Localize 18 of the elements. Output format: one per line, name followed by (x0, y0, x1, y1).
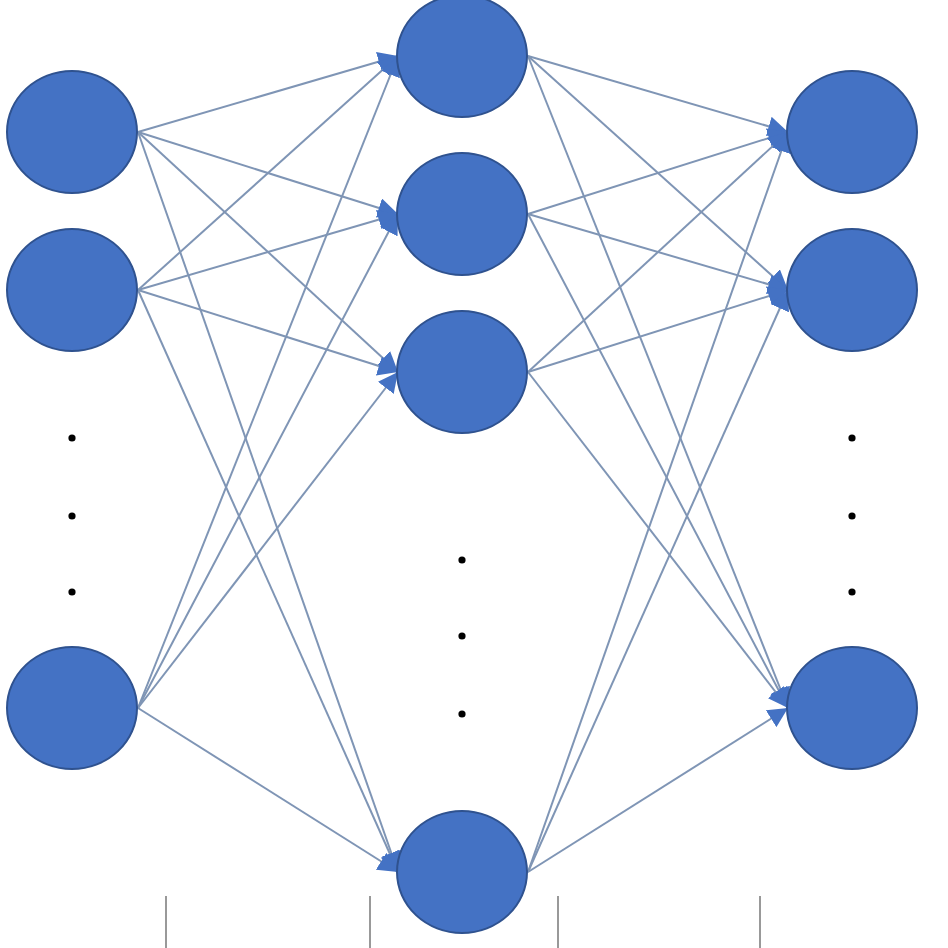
arrow (527, 131, 789, 373)
arrow (137, 707, 399, 873)
arrow (527, 213, 789, 294)
arrow (527, 289, 789, 873)
arrow (137, 52, 399, 133)
arrow (137, 371, 399, 709)
arrow (137, 210, 399, 291)
arrow (137, 131, 399, 218)
arrow (527, 55, 789, 291)
arrow (137, 131, 399, 373)
arrow (527, 371, 789, 709)
arrow (137, 55, 399, 291)
arrow (527, 707, 789, 873)
arrow (527, 286, 789, 373)
arrow (137, 289, 399, 376)
arrow (137, 213, 399, 709)
arrow (527, 55, 789, 136)
arrow (527, 128, 789, 215)
